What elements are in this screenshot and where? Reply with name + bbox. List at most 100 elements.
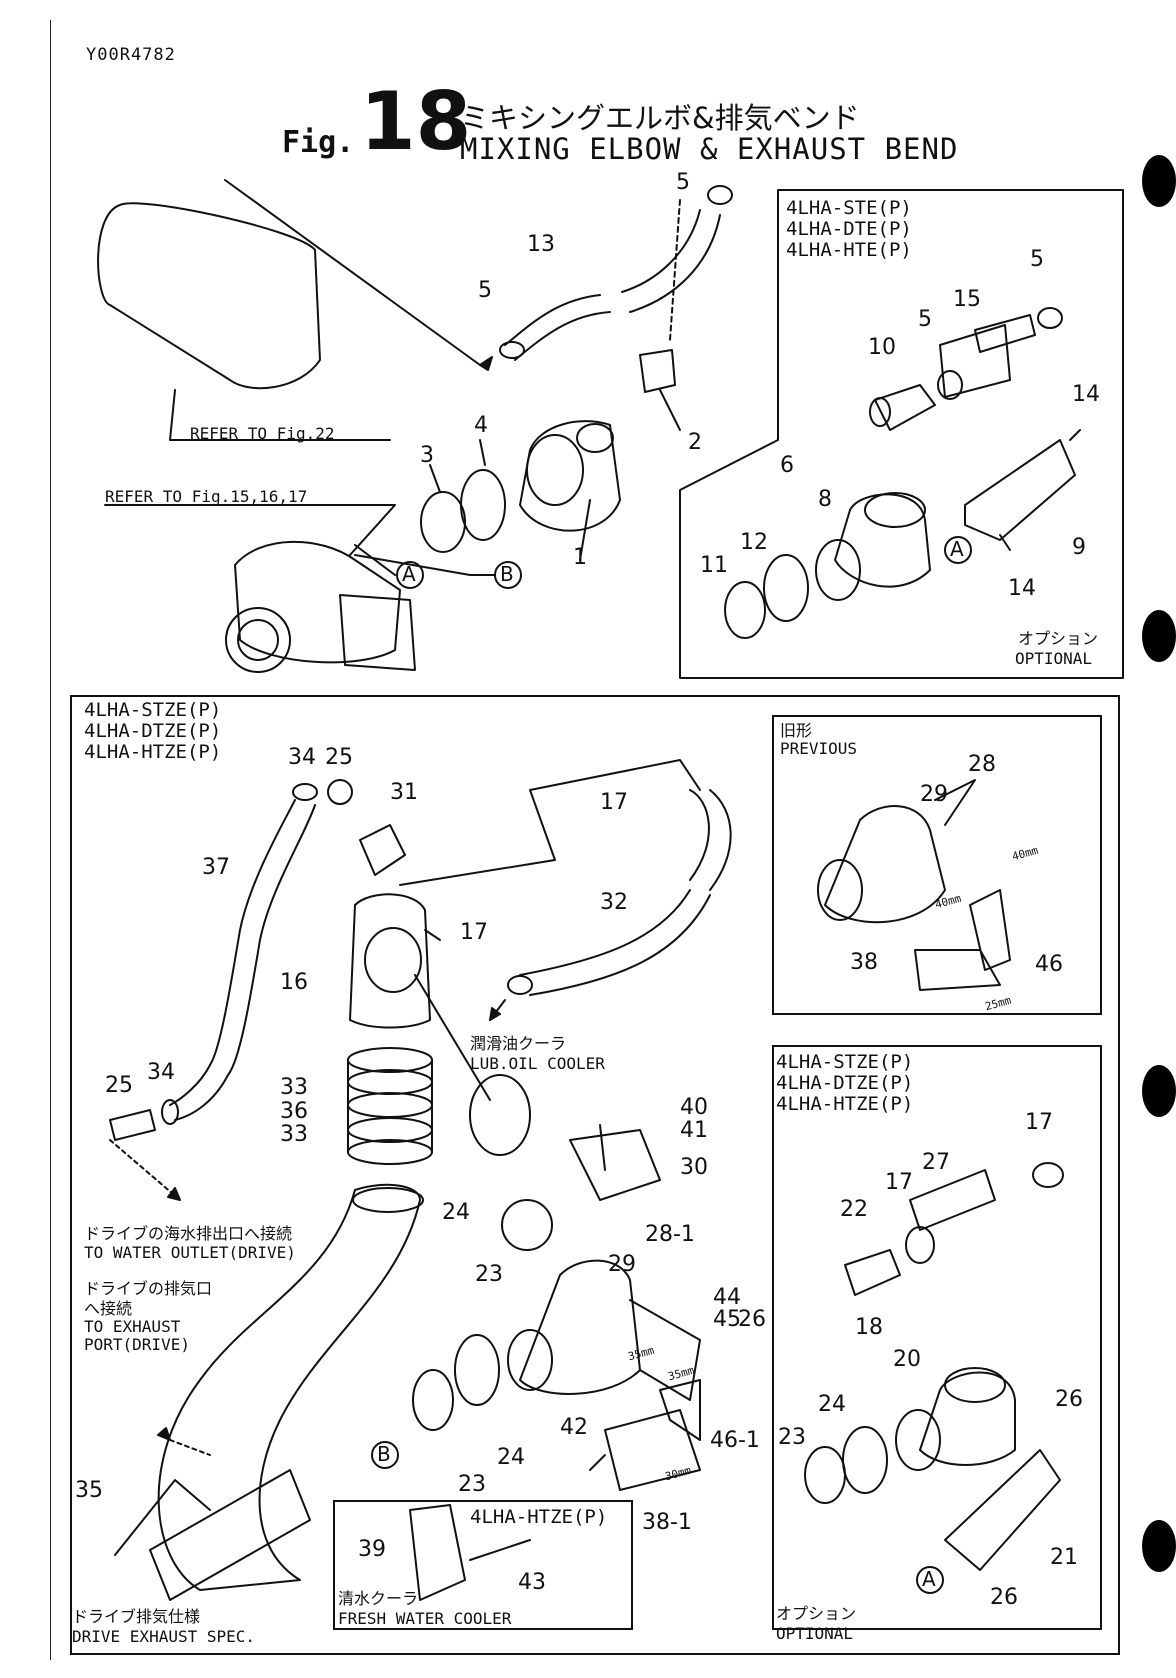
hose-17-upper [689, 789, 732, 891]
clamp-4 [460, 469, 506, 541]
hose-15 [939, 314, 1036, 398]
callout-11: 11 [700, 553, 728, 578]
callout-18: 18 [855, 1315, 883, 1340]
callout-32: 32 [600, 890, 628, 915]
callout-37: 37 [202, 855, 230, 880]
callout-40: 40 [680, 1095, 708, 1120]
callout-34-top: 34 [288, 745, 316, 770]
cover-21 [944, 1449, 1061, 1571]
callout-39: 39 [358, 1537, 386, 1562]
refer-fig15: REFER TO Fig.15,16,17 [105, 487, 308, 506]
callout-6: 6 [780, 453, 794, 478]
binding-rule [50, 20, 51, 1660]
callout-44: 44 [713, 1285, 741, 1310]
callout-34-bottom: 34 [147, 1060, 175, 1085]
callout-46-prev: 46 [1035, 952, 1063, 977]
callout-38-prev: 38 [850, 950, 878, 975]
muffler-leader [224, 179, 481, 366]
model-dtze-opt: 4LHA-DTZE(P) [776, 1072, 914, 1094]
binder-hole [1142, 610, 1176, 662]
fresh-water-ja: 清水クーラ [338, 1589, 419, 1608]
exhaust-port-ja1: ドライブの排気口 [84, 1279, 213, 1298]
fig-word: Fig. [282, 125, 355, 160]
callout-24-opt: 24 [818, 1392, 846, 1417]
fresh-water-model: 4LHA-HTZE(P) [470, 1506, 608, 1528]
hose-32 [519, 889, 711, 996]
binder-hole [1142, 1520, 1176, 1572]
title-english: MIXING ELBOW & EXHAUST BEND [460, 132, 959, 166]
fitting-2 [639, 349, 676, 393]
model-ste: 4LHA-STE(P) [786, 197, 912, 219]
callout-17-lower: 17 [460, 920, 488, 945]
bracket-39 [409, 1504, 466, 1601]
clamp-33a [347, 1047, 433, 1073]
model-hte: 4LHA-HTE(P) [786, 239, 912, 261]
callout-30: 30 [680, 1155, 708, 1180]
binder-hole [1142, 1065, 1176, 1117]
optional-top-label-ja: オプション [1018, 629, 1099, 648]
callout-26-opt-b: 26 [990, 1585, 1018, 1610]
callout-24-mid: 24 [442, 1200, 470, 1225]
previous-label-ja: 旧形 [780, 721, 813, 740]
callout-20: 20 [893, 1347, 921, 1372]
gasket-23-optional [804, 1446, 846, 1504]
elbow-10 [874, 384, 936, 431]
optional-top-frame [679, 189, 1124, 679]
callout-16: 16 [280, 970, 308, 995]
model-stze-opt: 4LHA-STZE(P) [776, 1051, 914, 1073]
callout-42: 42 [560, 1415, 588, 1440]
callout-2: 2 [688, 430, 702, 455]
callout-23-lower: 23 [458, 1472, 486, 1497]
nipple-25 [109, 1109, 156, 1141]
marker-b-lower: B [377, 1442, 391, 1466]
callout-26-opt-a: 26 [1055, 1387, 1083, 1412]
previous-label-en: PREVIOUS [780, 739, 858, 758]
cover-9 [964, 439, 1076, 541]
marker-a: A [402, 562, 416, 586]
optional-top-label-en: OPTIONAL [1015, 649, 1093, 668]
callout-35: 35 [75, 1478, 103, 1503]
marker-a-lower-circle [916, 1566, 944, 1594]
clamp-12 [763, 554, 809, 622]
callout-36: 36 [280, 1099, 308, 1124]
callout-15: 15 [953, 287, 981, 312]
callout-5-top: 5 [676, 170, 690, 195]
callout-27: 27 [922, 1150, 950, 1175]
muffler-outline [97, 202, 321, 390]
callout-31: 31 [390, 780, 418, 805]
optional-bottom-frame [772, 1045, 1102, 1630]
callout-10: 10 [868, 335, 896, 360]
callout-29-prev: 29 [920, 782, 948, 807]
callout-9: 9 [1072, 535, 1086, 560]
elbow-28-previous [824, 805, 946, 924]
callout-12: 12 [740, 530, 768, 555]
callout-14-top: 14 [1072, 382, 1100, 407]
fig-number: 18 [360, 75, 472, 168]
model-dtze: 4LHA-DTZE(P) [84, 720, 222, 742]
callout-38-1: 38-1 [642, 1510, 692, 1535]
callout-5-opt-a: 5 [1030, 247, 1044, 272]
callout-43: 43 [518, 1570, 546, 1595]
callout-25-top: 25 [325, 745, 353, 770]
hose-27 [909, 1169, 996, 1231]
elbow-16 [349, 893, 431, 1029]
marker-b-circle [494, 561, 522, 589]
hose-36 [347, 1092, 433, 1118]
previous-frame [772, 715, 1102, 1015]
elbow-22 [844, 1249, 901, 1296]
marker-a-optional: A [950, 537, 964, 561]
elbow-leader [414, 974, 491, 1101]
hose-37 [209, 799, 316, 1076]
exhaust-port-ja2: へ接続 [84, 1299, 133, 1318]
water-outlet-en: TO WATER OUTLET(DRIVE) [84, 1243, 296, 1262]
callout-13: 13 [527, 232, 555, 257]
elbow-20 [919, 1371, 1016, 1466]
callout-14-bottom: 14 [1008, 576, 1036, 601]
flange-29 [629, 1299, 701, 1401]
marker-a-optional-circle [944, 536, 972, 564]
callout-33-a: 33 [280, 1075, 308, 1100]
callout-28-1: 28-1 [645, 1222, 695, 1247]
lub-line [399, 759, 701, 886]
